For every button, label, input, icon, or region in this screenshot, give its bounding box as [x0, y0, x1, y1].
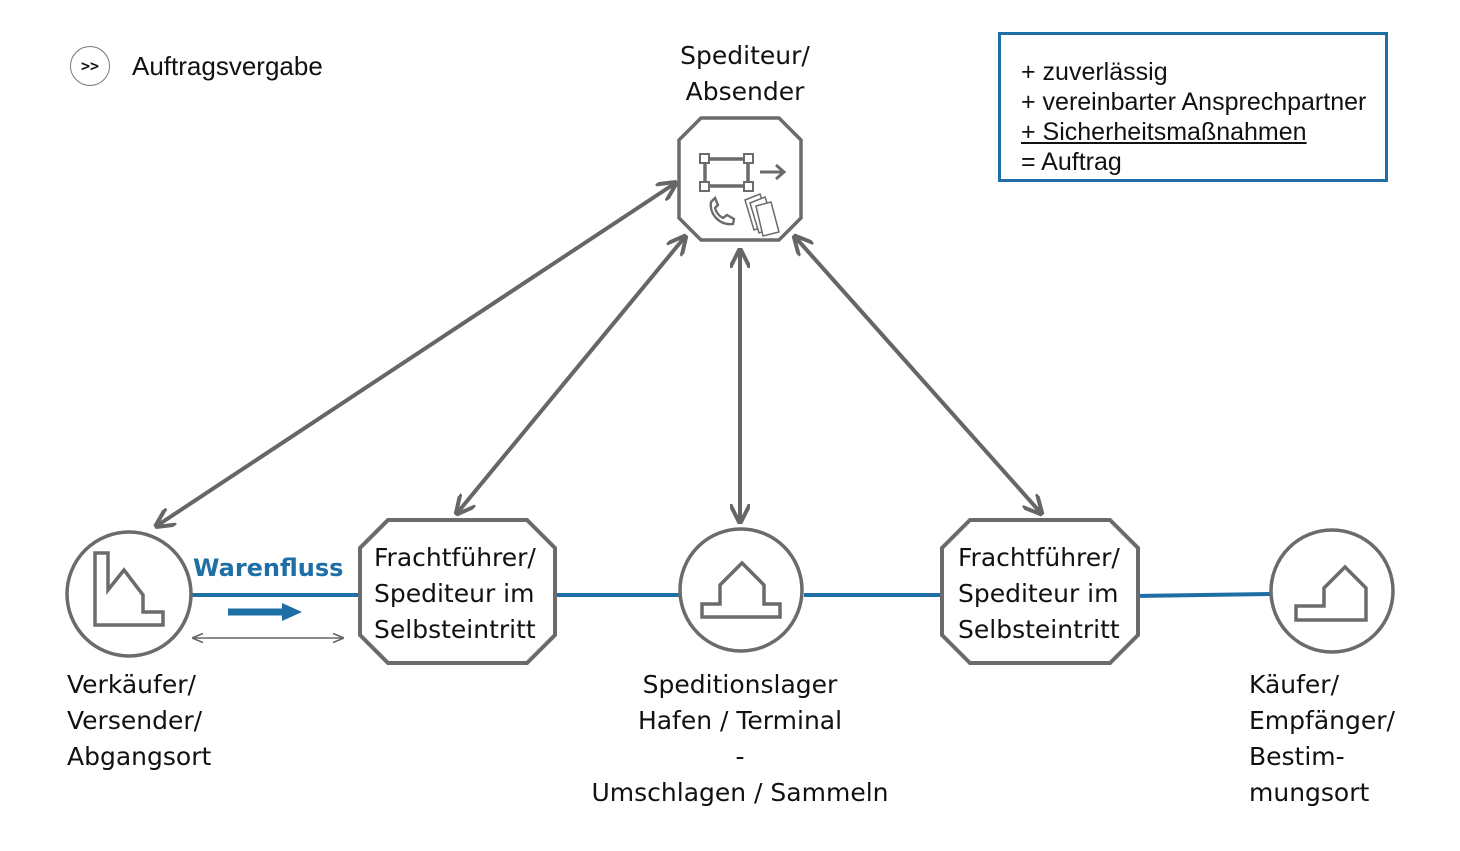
legend-box: + zuverlässig + vereinbarter Ansprechpar…	[998, 32, 1388, 182]
frachtfuehrer2-label: Frachtführer/ Spediteur im Selbsteintrit…	[958, 540, 1120, 648]
label-line: Käufer/	[1249, 670, 1340, 699]
label-line: mungsort	[1249, 778, 1370, 807]
double-chevron-right-icon: >>	[70, 46, 110, 86]
arrow-spediteur-frachtfuehrer2	[796, 238, 1040, 512]
spediteur-label: Spediteur/ Absender	[645, 38, 845, 110]
label-line: Frachtführer/	[958, 543, 1120, 572]
legend-key-label: Auftragsvergabe	[132, 50, 323, 81]
label-line: Verkäufer/	[67, 670, 196, 699]
label-line: Versender/	[67, 706, 203, 735]
kaeufer-label: Käufer/ Empfänger/ Bestim- mungsort	[1249, 667, 1395, 811]
label-line: Hafen / Terminal	[637, 706, 843, 735]
verkaeufer-node	[65, 530, 193, 658]
label-line: Umschlagen / Sammeln	[591, 778, 889, 807]
legend-line: = Auftrag	[1021, 148, 1122, 176]
label-line: Selbsteintritt	[958, 615, 1120, 644]
spediteur-node	[677, 116, 803, 242]
label-line: Frachtführer/	[374, 543, 536, 572]
label-line: Spediteur/	[680, 41, 810, 70]
house-icon	[1294, 564, 1368, 622]
flow-arrow-icon	[228, 603, 302, 621]
frachtfuehrer1-label: Frachtführer/ Spediteur im Selbsteintrit…	[374, 540, 536, 648]
label-line: Bestim-	[1249, 742, 1345, 771]
legend-key: >> Auftragsvergabe	[70, 46, 323, 86]
legend-line: + Sicherheitsmaßnahmen	[1021, 118, 1307, 146]
arrow-spediteur-verkaeufer	[158, 184, 674, 525]
lager-node	[678, 527, 804, 653]
frachtfuehrer2-node	[940, 518, 1140, 665]
label-line: Absender	[685, 77, 805, 106]
legend-line: + zuverlässig	[1021, 58, 1168, 86]
label-line: Spediteur im	[958, 579, 1119, 608]
label-line: Speditionslager	[642, 670, 838, 699]
flow-line	[192, 592, 1271, 598]
verkaeufer-label: Verkäufer/ Versender/ Abgangsort	[67, 667, 211, 775]
frachtfuehrer1-node	[358, 518, 557, 665]
label-line: Abgangsort	[67, 742, 212, 771]
flow-label: Warenfluss	[193, 554, 344, 582]
kaeufer-node	[1269, 528, 1395, 654]
label-line: Spediteur im	[374, 579, 535, 608]
warehouse-icon	[700, 560, 782, 619]
label-line: Empfänger/	[1249, 706, 1395, 735]
factory-icon	[93, 551, 165, 627]
arrow-spediteur-frachtfuehrer1	[458, 238, 684, 512]
label-line: -	[735, 742, 745, 771]
legend-line: + vereinbarter Ansprechpartner	[1021, 88, 1367, 116]
label-line: Selbsteintritt	[374, 615, 536, 644]
lager-label: Speditionslager Hafen / Terminal - Umsch…	[580, 667, 900, 811]
office-desk-phone-documents-icon	[699, 153, 787, 237]
